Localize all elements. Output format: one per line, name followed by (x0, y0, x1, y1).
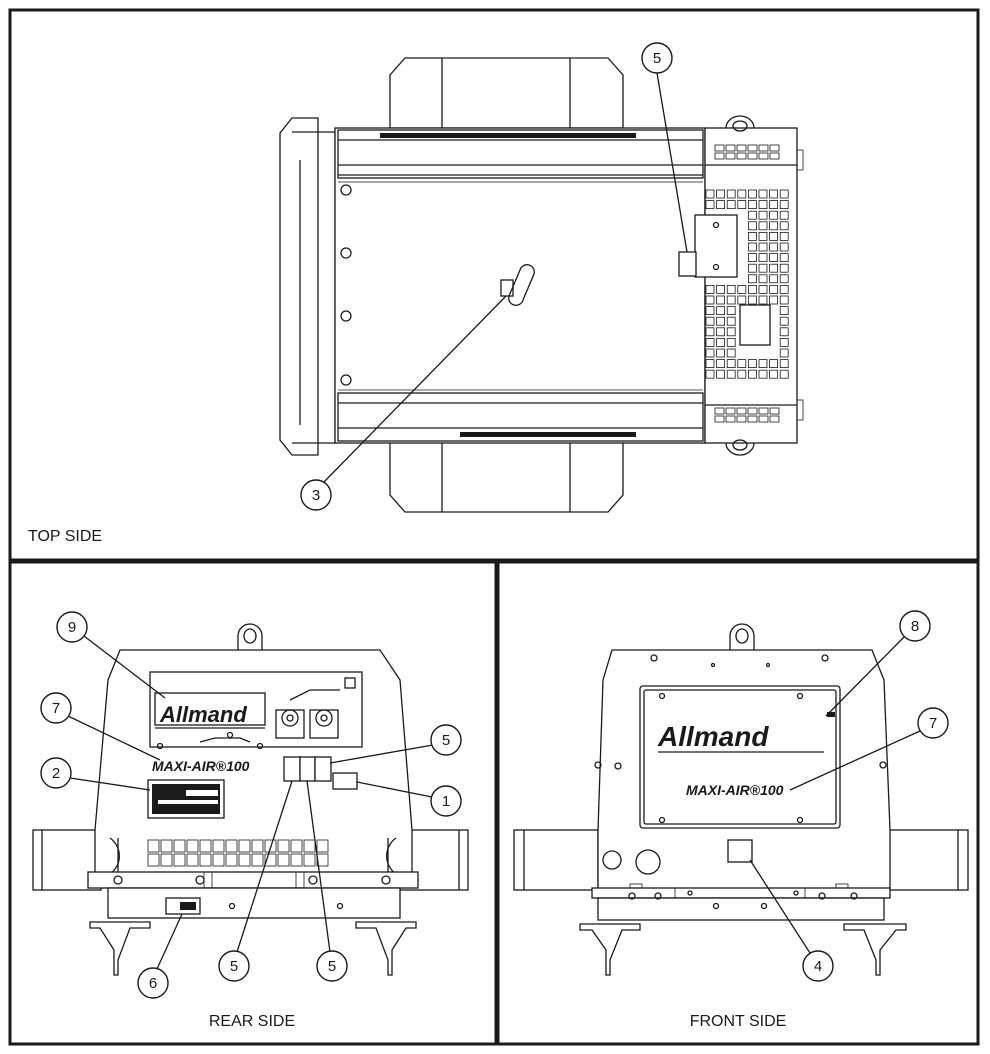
rear-side-label: REAR SIDE (209, 1013, 295, 1030)
callout-rear-9-number: 9 (68, 619, 76, 636)
front-view-drawing: Allmand MAXI-AIR®100 (513, 623, 969, 976)
callout-front-4: 4 (749, 859, 834, 982)
callout-rear-5b: 5 (218, 780, 293, 982)
front-logo-text: Allmand (657, 721, 769, 752)
callout-rear-7-number: 7 (52, 700, 60, 717)
top-side-panel (8, 8, 980, 562)
callout-rear-5b-number: 5 (230, 958, 238, 975)
callout-front-7-number: 7 (929, 715, 937, 732)
callout-top-5: 5 (641, 42, 688, 253)
callout-rear-1: 1 (356, 781, 462, 817)
callout-rear-5a-number: 5 (442, 732, 450, 749)
rear-view-drawing: Allmand MAXI-AIR®100 (32, 623, 469, 976)
callout-rear-5c: 5 (306, 780, 348, 982)
top-side-label: TOP SIDE (28, 528, 102, 545)
callout-rear-6-number: 6 (149, 975, 157, 992)
callout-rear-9: 9 (56, 611, 166, 699)
callout-rear-2: 2 (40, 757, 151, 791)
callout-front-4-number: 4 (814, 958, 822, 975)
rear-model-text: MAXI-AIR®100 (152, 758, 250, 774)
callout-rear-5c-number: 5 (328, 958, 336, 975)
callout-front-7: 7 (789, 707, 949, 791)
callout-rear-1-number: 1 (442, 793, 450, 810)
callout-rear-2-number: 2 (52, 765, 60, 782)
front-side-label: FRONT SIDE (690, 1013, 787, 1030)
front-side-panel (496, 560, 980, 1046)
callout-top-5-number: 5 (653, 50, 661, 67)
callout-front-8: 8 (825, 610, 931, 717)
callout-front-8-number: 8 (911, 618, 919, 635)
callout-rear-7: 7 (40, 692, 161, 761)
callout-top-3: 3 (300, 295, 507, 511)
rear-side-panel (8, 560, 498, 1046)
front-model-text: MAXI-AIR®100 (686, 782, 784, 798)
rear-logo-text: Allmand (159, 702, 247, 727)
callout-rear-6: 6 (137, 913, 183, 999)
callout-rear-5a: 5 (329, 724, 462, 764)
callout-top-3-number: 3 (312, 487, 320, 504)
top-view-drawing (279, 57, 804, 513)
